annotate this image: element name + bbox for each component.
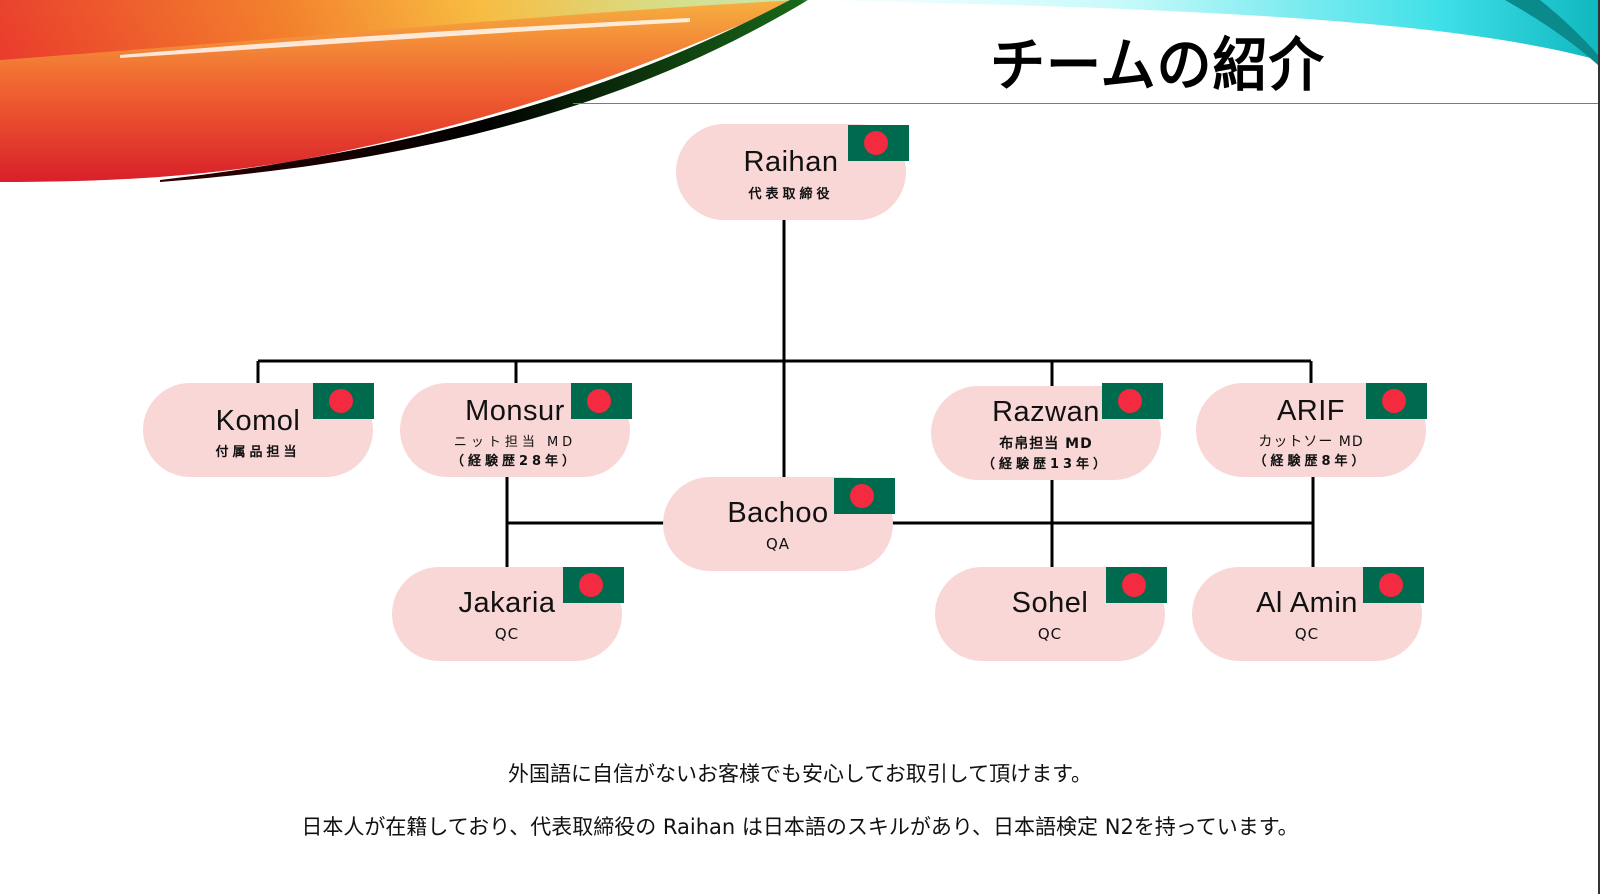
node-role: 付属品担当 — [215, 445, 301, 460]
node-role: QC — [1294, 625, 1320, 643]
node-name: Jakaria — [458, 587, 556, 619]
bangladesh-flag-icon — [571, 383, 632, 419]
node-experience: （経験歴28年） — [450, 454, 580, 469]
node-role: カットソー MD — [1258, 434, 1364, 450]
node-name: Al Amin — [1256, 587, 1358, 619]
bangladesh-flag-icon — [848, 125, 909, 161]
org-node-alamin: Al Amin QC — [1192, 567, 1422, 661]
node-name: Monsur — [465, 395, 565, 427]
bangladesh-flag-icon — [1102, 383, 1163, 419]
node-name: Bachoo — [727, 497, 829, 529]
caption-line-2: 日本人が在籍しており、代表取締役の Raihan は日本語のスキルがあり、日本語… — [301, 815, 1299, 839]
node-role: 代表取締役 — [748, 187, 834, 202]
org-node-monsur: Monsur ニット担当 MD （経験歴28年） — [400, 383, 630, 477]
node-role: ニット担当 MD — [453, 435, 577, 450]
bangladesh-flag-icon — [563, 567, 624, 603]
bangladesh-flag-icon — [1106, 567, 1167, 603]
node-name: Raihan — [743, 146, 839, 178]
node-role: 布帛担当 MD — [999, 436, 1093, 452]
node-name: Sohel — [1011, 587, 1089, 619]
decorative-swoosh-banner — [0, 0, 1598, 182]
bangladesh-flag-icon — [1363, 567, 1424, 603]
node-name: ARIF — [1276, 395, 1346, 427]
node-role: QC — [1037, 625, 1063, 643]
bangladesh-flag-icon — [834, 478, 895, 514]
title-divider — [573, 103, 1598, 104]
node-experience: （経験歴8年） — [1253, 454, 1369, 469]
node-role: QC — [494, 625, 520, 643]
node-experience: （経験歴13年） — [981, 457, 1111, 472]
bangladesh-flag-icon — [313, 383, 374, 419]
node-name: Razwan — [992, 396, 1100, 428]
org-node-bachoo: Bachoo QA — [663, 477, 893, 571]
node-role: QA — [765, 535, 791, 553]
node-name: Komol — [215, 405, 301, 437]
bangladesh-flag-icon — [1366, 383, 1427, 419]
slide-title: チームの紹介 — [990, 31, 1325, 99]
caption-line-1: 外国語に自信がないお客様でも安心してお取引して頂けます。 — [507, 762, 1092, 786]
